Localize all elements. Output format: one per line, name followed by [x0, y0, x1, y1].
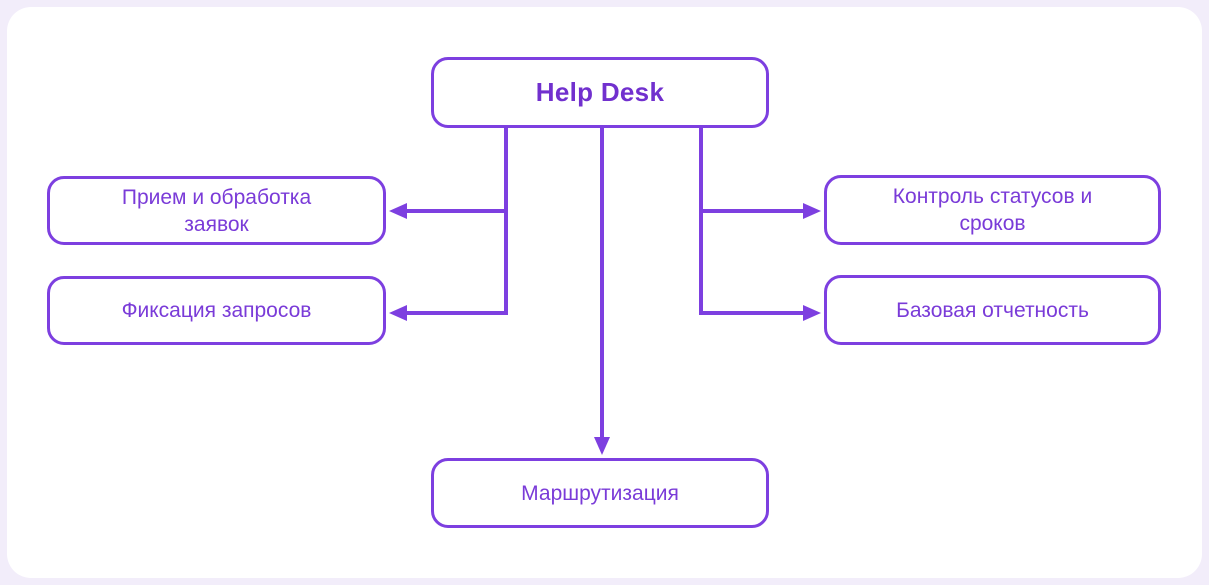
node-request-capture: Фиксация запросов	[47, 276, 386, 345]
node-status-control-label: Контроль статусов и сроков	[892, 185, 1093, 235]
node-routing-label: Маршрутизация	[521, 481, 679, 505]
node-basic-reporting-label: Базовая отчетность	[896, 298, 1089, 322]
node-request-capture-label: Фиксация запросов	[121, 299, 312, 322]
node-status-control: Контроль статусов и сроков	[824, 175, 1161, 245]
node-basic-reporting: Базовая отчетность	[824, 275, 1161, 345]
node-help-desk-label: Help Desk	[535, 77, 665, 107]
node-intake: Прием и обработка заявок	[47, 176, 386, 245]
node-help-desk: Help Desk	[431, 57, 769, 128]
node-intake-label: Прием и обработка заявок	[121, 185, 312, 236]
node-routing: Маршрутизация	[431, 458, 769, 528]
